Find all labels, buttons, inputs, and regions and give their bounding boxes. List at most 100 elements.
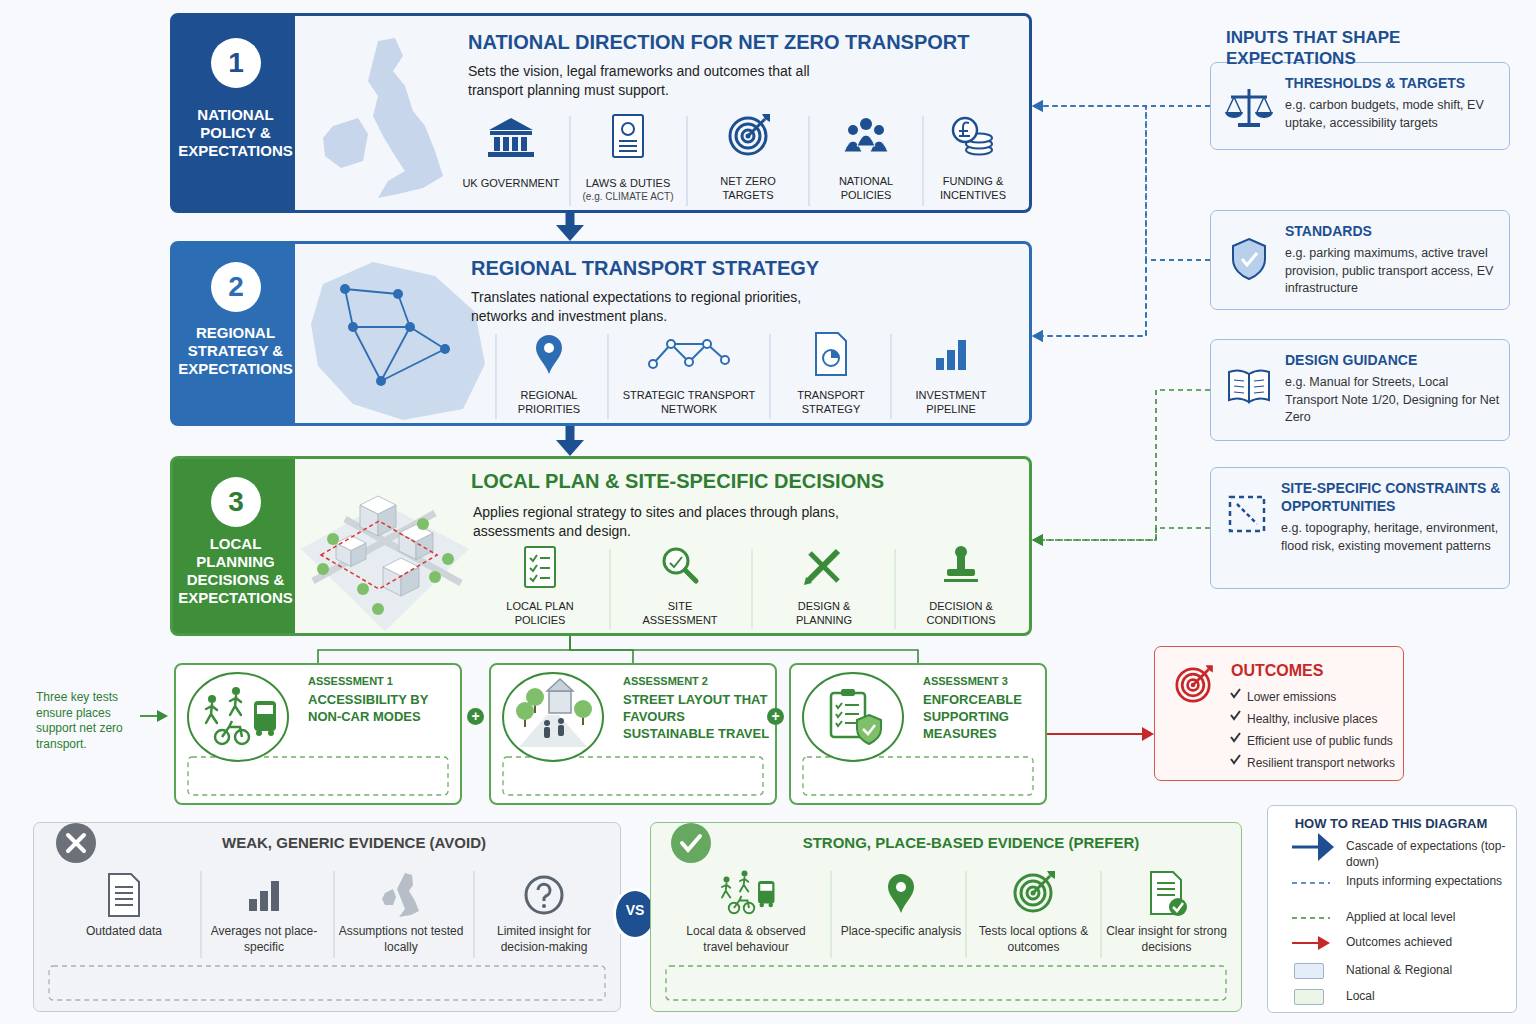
icon (1231, 689, 1240, 697)
divider (751, 549, 752, 629)
input-box: SITE-SPECIFIC CONSTRAINTS & OPPORTUNITIE… (1210, 467, 1510, 589)
icon-part (115, 904, 133, 906)
divider (922, 116, 923, 206)
node-graphics (651, 823, 1243, 1013)
icon-part (215, 730, 229, 744)
icon-part (845, 704, 859, 706)
divider (808, 116, 809, 206)
icon-part (707, 344, 725, 360)
icon-part (516, 702, 534, 720)
divider (1100, 871, 1101, 958)
icon-part (959, 123, 970, 137)
icon (936, 340, 966, 370)
node-text: STRATEGIC TRANSPORT NETWORK (619, 388, 759, 417)
connector (1043, 528, 1210, 540)
empty-dashed-box (188, 757, 448, 795)
node-text: LOCAL PLAN POLICIES (490, 599, 590, 628)
node-text: Outdated data (59, 923, 189, 939)
icon-part (729, 903, 740, 914)
icon-part (488, 152, 534, 157)
icon-part (1193, 670, 1208, 685)
icon-part (860, 118, 872, 130)
divider (473, 871, 474, 958)
icon-part (208, 695, 216, 703)
icon-part (742, 130, 754, 142)
icon (516, 679, 592, 747)
icon-part (863, 725, 875, 734)
step-number-text: 2 (211, 265, 261, 309)
building (336, 543, 351, 567)
road (313, 513, 435, 581)
divider (890, 334, 891, 419)
icon-part (1229, 370, 1249, 402)
icon (953, 118, 992, 155)
icon-part (1182, 674, 1204, 696)
icon-part (746, 134, 751, 139)
legend-text: Outcomes achieved (1346, 935, 1506, 951)
icon-part (1177, 669, 1209, 701)
legend-swatch (1294, 963, 1324, 979)
icon-part (1234, 386, 1244, 387)
icon-part (1157, 888, 1175, 890)
node-text: ASSESSMENT 1 (308, 675, 456, 689)
empty-dashed-box (49, 966, 605, 1000)
icon-part (762, 114, 770, 122)
icon-part (1248, 89, 1251, 123)
icon (1230, 497, 1264, 531)
icon-part (1157, 894, 1175, 896)
icon-part (1033, 876, 1050, 893)
icon-part (740, 877, 748, 891)
node-text: OUTCOMES (1231, 661, 1391, 681)
icon (526, 877, 562, 913)
icon-part (857, 715, 881, 744)
icon-part (115, 892, 133, 894)
icon-part (845, 713, 859, 715)
icon-part (188, 673, 288, 761)
icon-part (653, 344, 671, 364)
icon-part (742, 871, 748, 877)
icon-part (1231, 733, 1240, 741)
node-text: ASSESSMENT 2 (623, 675, 771, 689)
empty-dashed-box (666, 966, 1226, 1000)
network-node (340, 284, 350, 294)
node-text: Resilient transport networks (1247, 756, 1397, 771)
icon-part (1151, 872, 1181, 914)
legend-text: Local (1346, 989, 1506, 1005)
icon-part (549, 691, 571, 713)
icon-part (1249, 370, 1269, 402)
icon-part (521, 137, 527, 151)
node-text: DESIGN GUIDANCE (1285, 352, 1503, 370)
node-text: THRESHOLDS & TARGETS (1285, 75, 1503, 93)
building (383, 567, 401, 596)
icon-part (622, 123, 634, 135)
icon (722, 871, 775, 914)
step-number-text: 1 (211, 41, 261, 85)
node-text: Tests local options & outcomes (966, 923, 1101, 955)
network-node (376, 376, 386, 386)
node-text: (e.g. CLIMATE ACT) (573, 191, 683, 204)
icon-part (544, 720, 550, 726)
divider (333, 871, 334, 958)
connector (1047, 733, 1142, 735)
icon-part (803, 673, 903, 761)
node-text: Clear insight for strong decisions (1099, 923, 1234, 955)
legend-text: Cascade of expectations (top-down) (1346, 839, 1506, 870)
icon (1231, 711, 1240, 719)
legend-line-sample (1292, 882, 1330, 884)
icon-part (958, 340, 966, 370)
icon-part (874, 125, 884, 135)
icon-part (966, 140, 992, 149)
evidence-panel: STRONG, PLACE-BASED EVIDENCE (PREFER)Loc… (650, 822, 1242, 1012)
connector (566, 213, 575, 225)
ground (301, 503, 469, 631)
icon-part (222, 721, 242, 737)
connector (566, 426, 575, 440)
network-link (398, 294, 410, 327)
icon-part (758, 881, 775, 904)
icon-part (536, 335, 562, 374)
icon (1177, 665, 1213, 701)
icon-part (542, 904, 546, 908)
building (336, 536, 366, 551)
icon-part (808, 551, 838, 581)
legend-text: Applied at local level (1346, 910, 1506, 926)
